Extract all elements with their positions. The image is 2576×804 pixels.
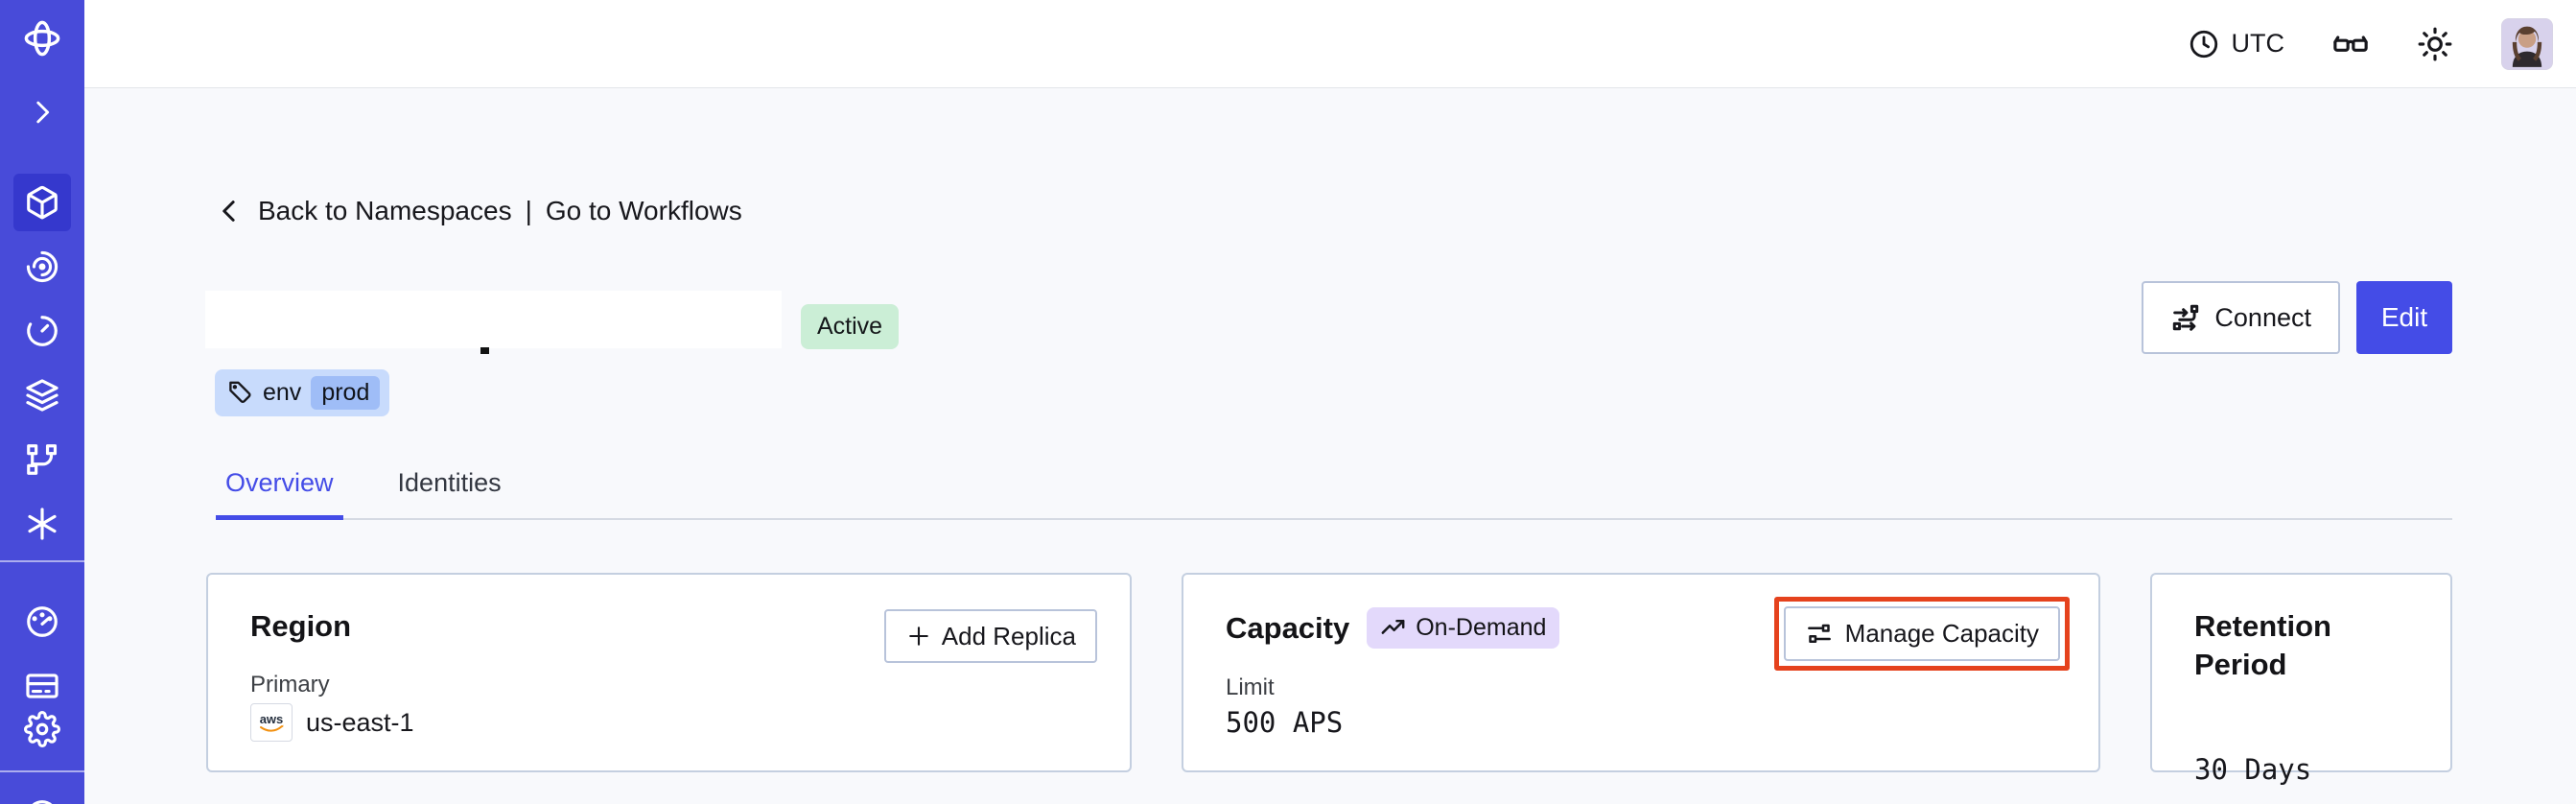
connect-icon [2173, 304, 2199, 331]
sidebar-item-schedules[interactable] [13, 302, 71, 360]
sidebar-collapse-toggle[interactable] [13, 91, 71, 133]
aws-logo-glyph: aws [260, 712, 284, 732]
back-to-namespaces-link[interactable]: Back to Namespaces [258, 196, 512, 225]
theme-toggle[interactable] [2417, 26, 2453, 62]
breadcrumb: Back to Namespaces | Go to Workflows [216, 196, 742, 226]
manage-capacity-label: Manage Capacity [1844, 619, 2039, 648]
main-content: Back to Namespaces | Go to Workflows Act… [84, 88, 2576, 804]
sidebar-item-namespaces[interactable] [13, 174, 71, 231]
retention-card-title: Retention Period [2194, 609, 2331, 681]
primary-label: Primary [250, 672, 330, 698]
circle-icon [32, 800, 53, 804]
overview-cards: Region Add Replica Primary aws [206, 573, 2452, 786]
labs-toggle[interactable] [2332, 26, 2369, 62]
add-replica-label: Add Replica [941, 621, 1076, 650]
cube-icon [27, 185, 58, 220]
sidebar-item-settings[interactable] [13, 700, 71, 758]
user-avatar[interactable] [2501, 17, 2553, 70]
sidebar [0, 0, 84, 804]
tab-overview[interactable]: Overview [216, 468, 343, 520]
timer-icon [27, 316, 58, 346]
region-card-title: Region [250, 609, 352, 643]
header-actions: Connect Edit [2142, 281, 2452, 354]
orbit-logo-icon [24, 20, 60, 57]
add-replica-button[interactable]: Add Replica [883, 609, 1097, 663]
aws-logo: aws [250, 703, 293, 742]
on-demand-badge: On-Demand [1367, 607, 1560, 649]
namespace-tag[interactable]: env prod [215, 369, 390, 416]
sliders-icon [1807, 624, 1831, 643]
tab-identities[interactable]: Identities [397, 468, 502, 497]
avatar-photo [2502, 18, 2552, 69]
temporal-logo-icon[interactable] [13, 17, 71, 59]
sidebar-item-nexus[interactable] [13, 495, 71, 553]
breadcrumb-divider: | [525, 196, 532, 225]
topbar: UTC [84, 0, 2576, 88]
go-to-workflows-link[interactable]: Go to Workflows [545, 196, 742, 225]
sun-icon [2418, 27, 2452, 60]
gauge-icon [27, 606, 58, 637]
spiral-icon [26, 250, 59, 283]
sidebar-divider-bottom [0, 770, 84, 772]
connect-button[interactable]: Connect [2142, 281, 2340, 354]
namespace-title-redacted [205, 291, 782, 354]
branch-icon [27, 444, 58, 475]
annotation-highlight-box: Manage Capacity [1773, 597, 2070, 671]
chevron-left-icon [222, 201, 235, 222]
capacity-value: 500 APS [1226, 706, 1344, 739]
tag-key: env [263, 379, 302, 406]
sidebar-item-insights[interactable] [13, 238, 71, 296]
gear-icon [24, 711, 60, 747]
chevron-right-icon [36, 101, 50, 124]
connect-button-label: Connect [2214, 302, 2311, 332]
tab-bar: Overview Identities [216, 468, 2452, 520]
sidebar-item-usage[interactable] [13, 593, 71, 650]
region-card: Region Add Replica Primary aws [206, 573, 1132, 772]
trending-up-icon [1381, 619, 1405, 634]
on-demand-badge-label: On-Demand [1416, 614, 1547, 641]
edit-button[interactable]: Edit [2356, 281, 2452, 354]
glasses-icon [2333, 35, 2368, 52]
credit-card-icon [26, 674, 59, 698]
clock-icon [2190, 30, 2217, 58]
retention-card: Retention Period 30 Days [2150, 573, 2452, 786]
retention-value: 30 Days [2194, 753, 2312, 786]
sidebar-item-deployments[interactable] [13, 431, 71, 488]
sidebar-divider [0, 560, 84, 562]
manage-capacity-button[interactable]: Manage Capacity [1783, 606, 2060, 661]
timezone-label: UTC [2231, 29, 2285, 58]
status-badge: Active [801, 304, 900, 349]
plus-icon [908, 627, 928, 646]
layers-icon [26, 379, 59, 412]
region-value: us-east-1 [306, 707, 414, 737]
asterisk-icon [28, 508, 57, 540]
sidebar-item-usage-layers[interactable] [13, 367, 71, 424]
limit-label: Limit [1226, 674, 1275, 700]
aws-logo-text: aws [260, 712, 284, 726]
sidebar-item-billing[interactable] [13, 657, 71, 715]
timezone-selector[interactable]: UTC [2188, 28, 2285, 60]
sidebar-item-support[interactable] [13, 787, 71, 804]
capacity-card: Capacity On-Demand [1182, 573, 2100, 772]
tag-icon [229, 381, 251, 403]
capacity-card-title: Capacity [1226, 610, 1350, 645]
tag-value: prod [311, 376, 381, 410]
